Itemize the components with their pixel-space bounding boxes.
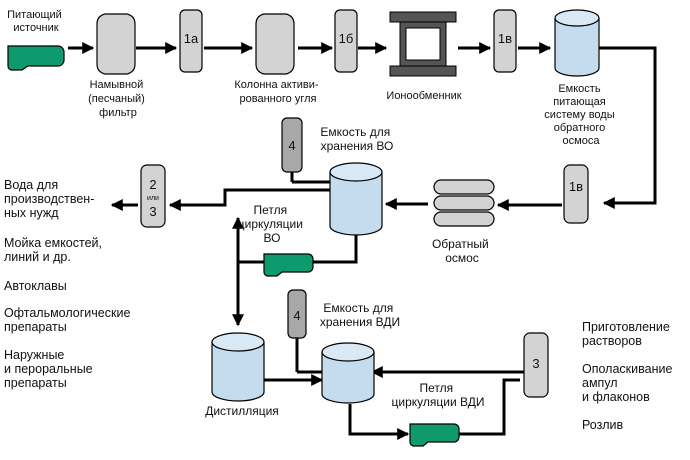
- sand-filter: Намывной (песчаный) фильтр: [88, 13, 148, 119]
- module-2-label: 2: [149, 177, 156, 192]
- ro-feed-tank-body: [554, 18, 600, 77]
- wfi-loop-pump-icon: [409, 423, 460, 447]
- ion-exchanger-window: [405, 27, 441, 61]
- ro-membrane-1: [433, 179, 495, 195]
- module-1v-right-label: 1в: [569, 179, 583, 194]
- module-2-or-label: или: [147, 195, 159, 202]
- wfi-storage-tank-body: [321, 352, 375, 404]
- ro-loop-pump-icon: [263, 253, 314, 277]
- distillation: Дистилляция: [205, 332, 279, 418]
- module-4-ro-label: 4: [288, 138, 295, 153]
- ro-storage-tank-top: [329, 162, 383, 182]
- use-autoclaves: Автоклавы: [4, 279, 67, 293]
- ro-feed-tank-top: [554, 9, 600, 27]
- module-3-only-label: 3: [532, 356, 539, 371]
- module-3: 3: [523, 332, 549, 398]
- uses-right: Приготовление растворов Ополаскивание ам…: [582, 320, 676, 432]
- source: Питающий источник: [7, 9, 65, 71]
- module-1v-right-cartridge: [563, 164, 589, 224]
- module-1a-label: 1а: [184, 31, 199, 46]
- ion-exchanger-label: Ионообменник: [386, 90, 461, 102]
- ro-storage: 4 Емкость для хранения ВО Петля циркуляц…: [238, 117, 393, 277]
- module-1b-label: 1б: [339, 31, 354, 46]
- distillation-tank-body: [211, 342, 265, 402]
- ion-exchanger: Ионообменник: [386, 11, 462, 102]
- ion-exchanger-top-plate: [389, 11, 457, 23]
- ro-storage-tank-body: [329, 172, 383, 236]
- reverse-osmosis-label: Обратный осмос: [432, 237, 492, 265]
- use-solutions-prep: Приготовление растворов: [582, 320, 673, 348]
- wfi-storage-label: Емкость для хранения ВДИ: [320, 301, 400, 329]
- wfi-storage: 4 Емкость для хранения ВДИ Петля циркуля…: [287, 289, 485, 447]
- module-1v-top-cartridge: [493, 9, 517, 73]
- use-filling: Розлив: [582, 418, 623, 432]
- module-4-ro-cartridge: [281, 117, 303, 173]
- carbon-column-vessel: [255, 13, 295, 75]
- distillation-tank-top: [211, 332, 265, 352]
- module-3-label: 3: [149, 204, 156, 219]
- use-tank-washing: Мойка емкостей, линий и др.: [4, 236, 106, 264]
- reverse-osmosis: Обратный осмос: [432, 179, 495, 265]
- wfi-storage-tank-top: [321, 342, 375, 362]
- use-external-oral: Наружные и пероральные препараты: [4, 348, 96, 390]
- line-feed-tank-to-1v: [596, 46, 657, 209]
- module-4-wfi-label: 4: [293, 308, 300, 323]
- source-pump-icon: [7, 45, 65, 71]
- ro-membrane-2: [433, 195, 495, 211]
- module-3-cartridge: [523, 332, 549, 398]
- wfi-loop-line: [348, 404, 410, 440]
- use-ophthalmic: Офтальмологические препараты: [4, 306, 134, 334]
- use-production-water: Вода для производствен- ных нужд: [4, 178, 98, 220]
- module-1a: 1а: [179, 9, 203, 73]
- wfi-loop-return: [458, 378, 520, 436]
- distillation-label: Дистилляция: [205, 404, 279, 418]
- module-1v-top-label: 1в: [498, 31, 512, 46]
- use-ampoule-rinse: Ополаскивание ампул и флаконов: [582, 362, 676, 404]
- source-label: Питающий источник: [7, 9, 65, 34]
- ro-membrane-3: [433, 211, 495, 227]
- line-ro-storage-to-m2: [168, 188, 330, 211]
- module-1b: 1б: [334, 9, 358, 73]
- sand-filter-label: Намывной (песчаный) фильтр: [88, 79, 148, 119]
- module-2-or-3: 2 или 3: [140, 164, 166, 228]
- ro-loop-label: Петля циркуляции ВО: [238, 203, 307, 245]
- wfi-loop-label: Петля циркуляции ВДИ: [392, 381, 485, 409]
- module-2-or-3-cartridge: [140, 164, 166, 228]
- module-4-wfi-cartridge: [287, 289, 307, 339]
- sand-filter-vessel: [96, 13, 136, 75]
- module-1v-top: 1в: [493, 9, 517, 73]
- carbon-column-label: Колонна активи- рованного угля: [234, 79, 321, 105]
- module-1a-cartridge: [179, 9, 203, 73]
- module-1v-right: 1в: [563, 164, 589, 224]
- flow-lines: [68, 42, 657, 440]
- ro-storage-label: Емкость для хранения ВО: [320, 125, 393, 153]
- carbon-column: Колонна активи- рованного угля: [234, 13, 321, 105]
- module-1b-cartridge: [334, 9, 358, 73]
- uses-left: Вода для производствен- ных нужд Мойка е…: [4, 178, 134, 390]
- ro-feed-tank-label: Емкость питающая систему воды обратного …: [544, 83, 617, 147]
- ro-feed-tank: Емкость питающая систему воды обратного …: [544, 9, 617, 147]
- ion-exchanger-bottom-plate: [389, 65, 457, 77]
